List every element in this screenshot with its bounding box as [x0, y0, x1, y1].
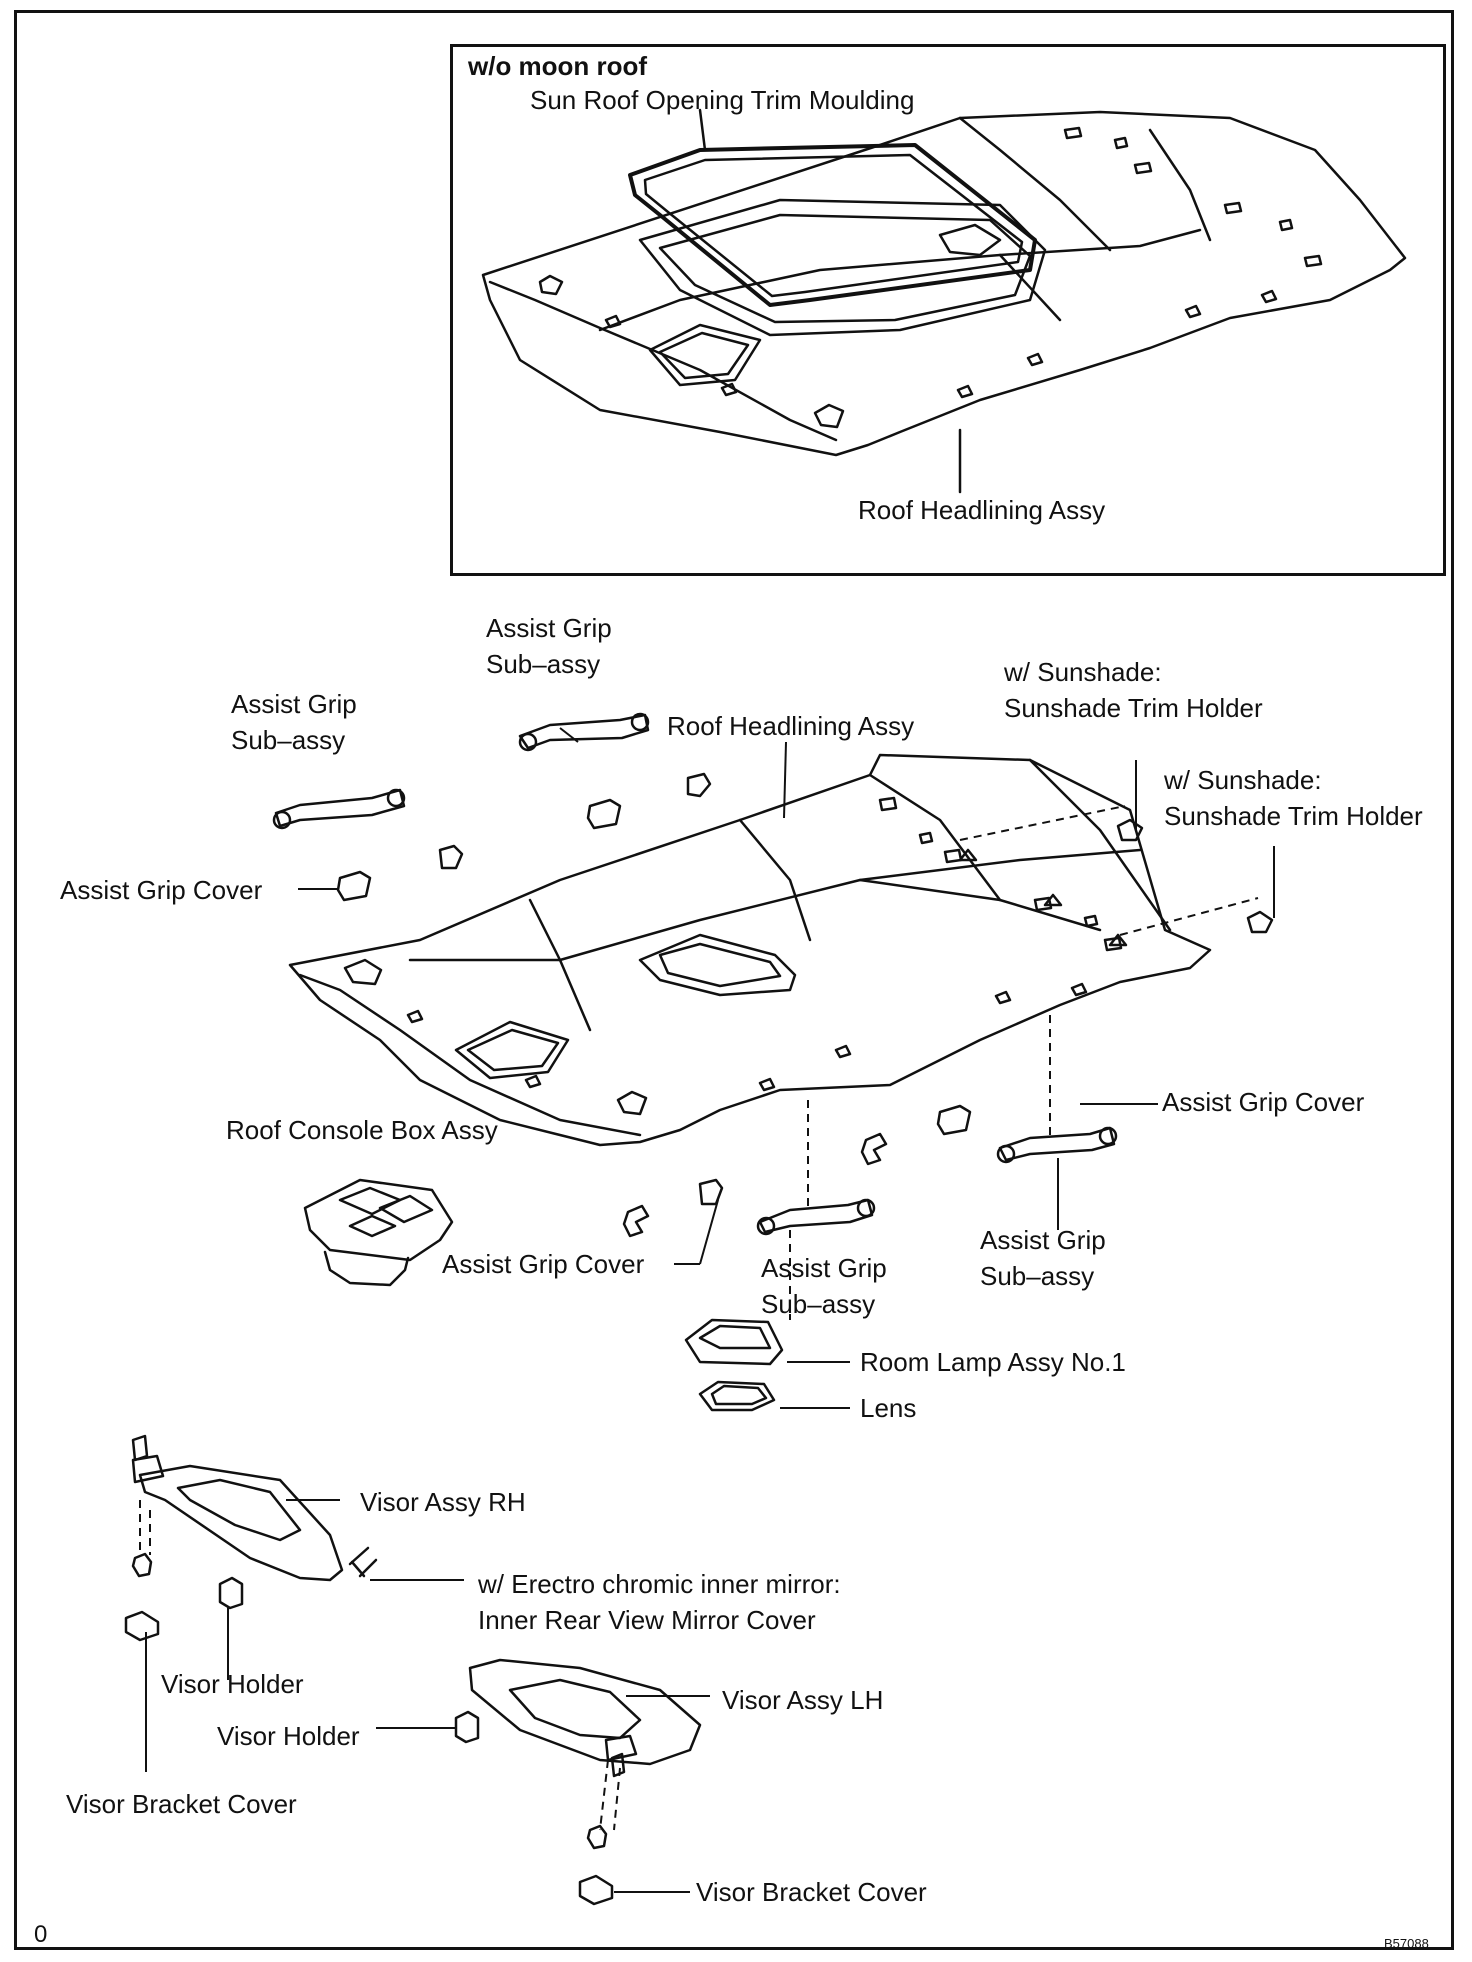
label-room-lamp-assy: Room Lamp Assy No.1: [860, 1347, 1126, 1377]
label-sunshade-2-line2: Sunshade Trim Holder: [1164, 801, 1423, 831]
label-inset-roof-headlining-assy: Roof Headlining Assy: [858, 495, 1106, 525]
label-assist-grip-3-line2: Sub–assy: [761, 1289, 876, 1319]
label-assist-grip-4-line1: Assist Grip: [980, 1225, 1106, 1255]
label-assist-grip-cover-bottom: Assist Grip Cover: [442, 1249, 645, 1279]
label-assist-grip-2-line1: Assist Grip: [231, 689, 357, 719]
roof-console-box-part: [303, 1178, 454, 1287]
label-sunshade-1-line2: Sunshade Trim Holder: [1004, 693, 1263, 723]
label-sunshade-2-line1: w/ Sunshade:: [1164, 765, 1322, 795]
label-assist-grip-3-line1: Assist Grip: [761, 1253, 887, 1283]
label-roof-headlining-assy: Roof Headlining Assy: [667, 711, 915, 741]
inset-headlining-drawing: [481, 108, 1407, 494]
label-assist-grip-1-line2: Sub–assy: [486, 649, 601, 679]
visor-lh-part: [454, 1658, 702, 1906]
label-lens: Lens: [860, 1393, 917, 1423]
label-visor-assy-lh: Visor Assy LH: [722, 1685, 884, 1715]
label-assist-grip-1-line1: Assist Grip: [486, 613, 612, 643]
main-headlining-drawing: [288, 753, 1212, 1147]
label-mirror-cover-line1: w/ Erectro chromic inner mirror:: [478, 1569, 841, 1599]
label-assist-grip-cover-left: Assist Grip Cover: [60, 875, 263, 905]
label-assist-grip-2-line2: Sub–assy: [231, 725, 346, 755]
label-visor-assy-rh: Visor Assy RH: [360, 1487, 526, 1517]
label-visor-bracket-cover-2: Visor Bracket Cover: [696, 1877, 927, 1907]
label-assist-grip-4-line2: Sub–assy: [980, 1261, 1095, 1291]
assist-grip-cover-parts: [336, 772, 972, 1238]
label-assist-grip-cover-right: Assist Grip Cover: [1162, 1087, 1365, 1117]
label-visor-holder-2: Visor Holder: [217, 1721, 360, 1751]
label-sunroof-opening-trim-moulding: Sun Roof Opening Trim Moulding: [530, 85, 915, 115]
label-roof-console-box-assy: Roof Console Box Assy: [226, 1115, 498, 1145]
assist-grip-parts: [272, 712, 1118, 1236]
inset-box-without-moon-roof: [450, 44, 1446, 576]
footer-code: B57088: [1384, 1936, 1429, 1951]
label-visor-bracket-cover-1: Visor Bracket Cover: [66, 1789, 297, 1819]
inset-title: w/o moon roof: [468, 51, 648, 81]
visor-rh-part: [124, 1434, 378, 1642]
label-visor-holder-1: Visor Holder: [161, 1669, 304, 1699]
label-sunshade-1-line1: w/ Sunshade:: [1004, 657, 1162, 687]
label-mirror-cover-line2: Inner Rear View Mirror Cover: [478, 1605, 816, 1635]
diagram-frame: [14, 10, 1454, 1950]
footer-left-mark: 0: [34, 1921, 48, 1948]
